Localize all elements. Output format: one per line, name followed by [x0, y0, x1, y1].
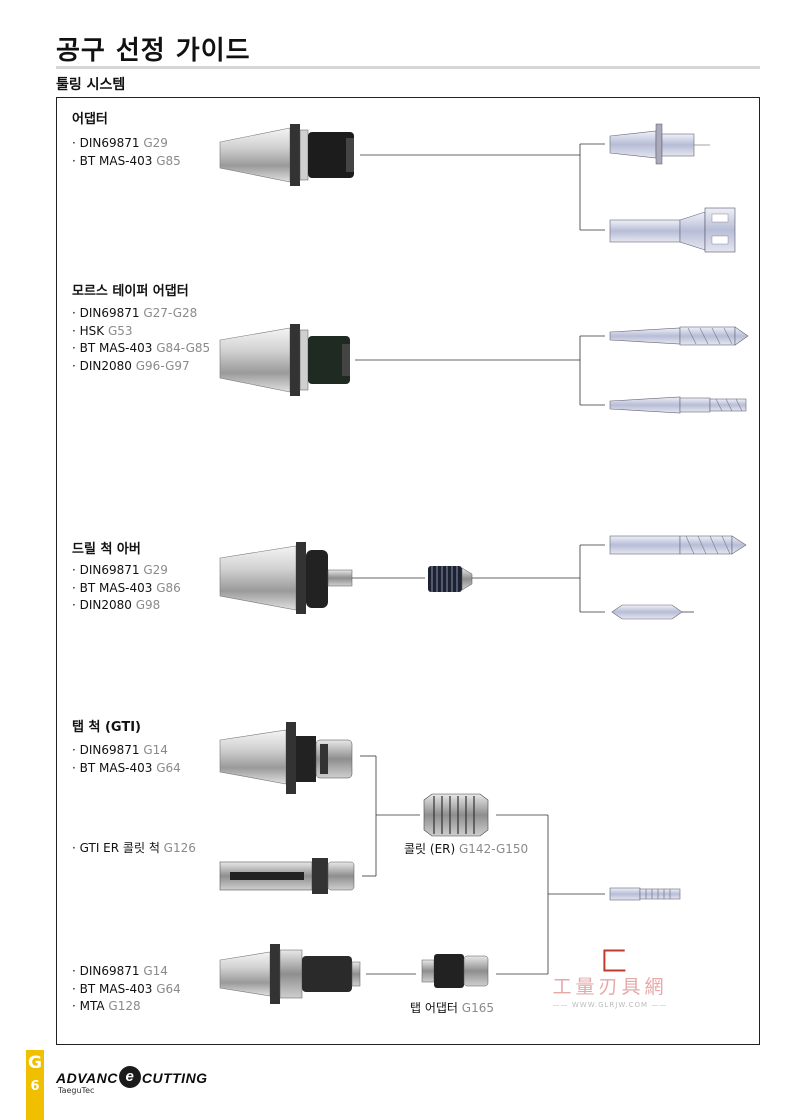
spec-line: · MTA G128 — [72, 999, 141, 1013]
tap-chuck-spec-list-top: · DIN69871 G14 · BT MAS-403 G64 — [72, 742, 181, 777]
page-number: 6 — [30, 1079, 40, 1094]
tap-adapter-label: 탭 어댑터 G165 — [410, 1001, 494, 1015]
watermark-chars: 工量刃具網 — [552, 976, 668, 998]
watermark: 工量刃具網 —— WWW.GLRJW.COM —— — [540, 944, 680, 1009]
spec-line: · DIN69871 G14 — [72, 964, 168, 978]
section-title-drill-chuck: 드릴 척 아버 — [72, 542, 141, 557]
section-title-morse: 모르스 테이퍼 어댑터 — [72, 284, 189, 299]
spec-line: · BT MAS-403 G86 — [72, 580, 181, 595]
tap-chuck-spec-list-bottom: · DIN69871 G14 · BT MAS-403 G64 · MTA G1… — [72, 963, 181, 1016]
spec-line: · DIN69871 G14 — [72, 743, 168, 757]
chapter-letter: G — [28, 1053, 42, 1073]
page-title: 공구 선정 가이드 — [56, 36, 251, 66]
chapter-tab: G 6 — [26, 1050, 44, 1120]
logo-e-icon: e — [118, 1066, 141, 1089]
collet-label: 콜릿 (ER) G142-G150 — [404, 842, 529, 856]
spec-line: · BT MAS-403 G85 — [72, 153, 181, 168]
spec-line: · BT MAS-403 G64 — [72, 760, 181, 775]
diagram-frame — [56, 97, 760, 1045]
spec-line: · BT MAS-403 G64 — [72, 981, 181, 996]
morse-spec-list: · DIN69871 G27-G28 · HSK G53 · BT MAS-40… — [72, 305, 210, 375]
spec-line: · GTI ER 콜릿 척 G126 — [72, 841, 196, 855]
spec-line: · DIN69871 G27-G28 — [72, 306, 198, 320]
spec-line: · DIN2080 G96-G97 — [72, 358, 190, 373]
spec-line: · DIN69871 G29 — [72, 136, 168, 150]
watermark-url: —— WWW.GLRJW.COM —— — [552, 1001, 668, 1009]
drill-chuck-spec-list: · DIN69871 G29 · BT MAS-403 G86 · DIN208… — [72, 562, 181, 615]
spec-line: · DIN2080 G98 — [72, 598, 161, 612]
section-title-adapter: 어댑터 — [72, 112, 108, 127]
adapter-spec-list: · DIN69871 G29 · BT MAS-403 G85 — [72, 135, 181, 170]
spec-line: · DIN69871 G29 — [72, 563, 168, 577]
title-rule — [56, 66, 760, 69]
section-title-tap-chuck: 탭 척 (GTI) — [72, 720, 142, 735]
spec-line: · BT MAS-403 G84-G85 — [72, 341, 211, 355]
page-subtitle: 툴링 시스템 — [56, 77, 126, 93]
tap-chuck-spec-mid: · GTI ER 콜릿 척 G126 — [72, 840, 196, 858]
brand-sub: TaeguTec — [58, 1086, 95, 1096]
spec-line: · HSK G53 — [72, 323, 133, 338]
